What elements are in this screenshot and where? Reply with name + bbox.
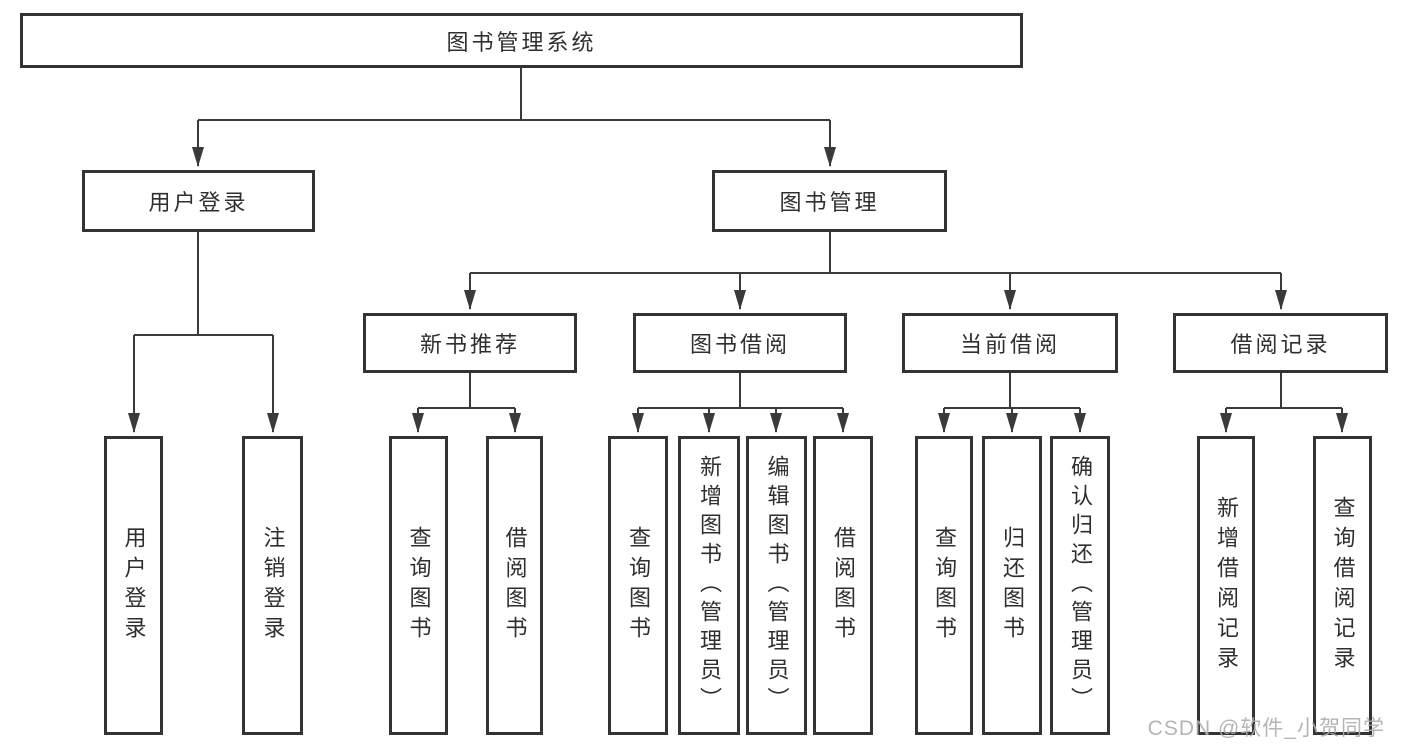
leaf-query-books-recommend: 查询图书 [389, 436, 448, 735]
leaf-return-books: 归还图书 [982, 436, 1042, 735]
leaf-query-books-borrow: 查询图书 [608, 436, 668, 735]
leaf-confirm-return-admin: 确认归还（管理员） [1050, 436, 1110, 735]
node-book-management: 图书管理 [712, 170, 947, 232]
leaf-edit-book-admin: 编辑图书（管理员） [746, 436, 807, 735]
csdn-watermark: CSDN @软件_小贺同学 [1147, 717, 1385, 740]
leaf-logout: 注销登录 [242, 436, 303, 735]
node-current-borrow: 当前借阅 [902, 313, 1118, 373]
leaf-user-login: 用户登录 [104, 436, 163, 735]
node-new-book-recommend: 新书推荐 [363, 313, 577, 373]
node-borrow-records: 借阅记录 [1173, 313, 1388, 373]
leaf-add-book-admin: 新增图书（管理员） [678, 436, 740, 735]
node-user-login: 用户登录 [82, 170, 315, 232]
node-book-borrow: 图书借阅 [633, 313, 847, 373]
leaf-borrow-books-recommend: 借阅图书 [486, 436, 543, 735]
leaf-query-borrow-record: 查询借阅记录 [1313, 436, 1372, 735]
leaf-borrow-books-borrow: 借阅图书 [813, 436, 873, 735]
leaf-add-borrow-record: 新增借阅记录 [1197, 436, 1255, 735]
node-root-system: 图书管理系统 [20, 13, 1023, 68]
leaf-query-books-current: 查询图书 [915, 436, 973, 735]
